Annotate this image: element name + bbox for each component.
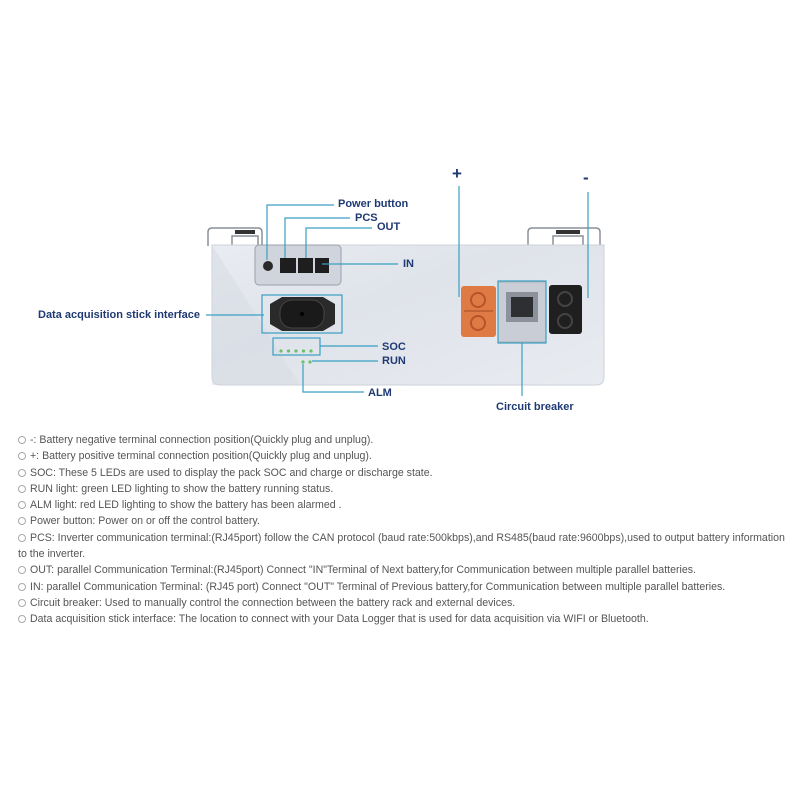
run-led (308, 360, 312, 364)
description-text: OUT: parallel Communication Terminal:(RJ… (30, 564, 696, 577)
label-minus: - (583, 168, 589, 187)
soc-led (309, 349, 313, 353)
bullet-icon (18, 452, 26, 461)
bullet-icon (18, 598, 26, 607)
soc-leds (279, 349, 313, 353)
soc-led (294, 349, 298, 353)
power-button[interactable] (263, 261, 273, 271)
description-item: Data acquisition stick interface: The lo… (18, 611, 788, 627)
description-item: PCS: Inverter communication terminal:(RJ… (18, 530, 788, 563)
description-text: ALM light: red LED lighting to show the … (30, 499, 342, 512)
bullet-icon (18, 484, 26, 493)
description-item: +: Battery positive terminal connection … (18, 448, 788, 464)
description-text: IN: parallel Communication Terminal: (RJ… (30, 580, 726, 593)
description-text: Data acquisition stick interface: The lo… (30, 613, 649, 626)
out-port[interactable] (298, 258, 313, 273)
description-item: SOC: These 5 LEDs are used to display th… (18, 465, 788, 481)
bullet-icon (18, 468, 26, 477)
label-soc: SOC (382, 341, 406, 353)
label-out: OUT (377, 221, 401, 233)
description-text: RUN light: green LED lighting to show th… (30, 482, 334, 495)
description-text: PCS: Inverter communication terminal:(RJ… (18, 531, 785, 561)
description-text: +: Battery positive terminal connection … (30, 450, 372, 463)
description-text: Circuit breaker: Used to manually contro… (30, 596, 516, 609)
description-item: Power button: Power on or off the contro… (18, 513, 788, 529)
soc-led (301, 349, 306, 353)
label-in: IN (403, 258, 414, 270)
battery-front-panel (206, 186, 605, 396)
leader-lines (206, 186, 589, 396)
description-item: RUN light: green LED lighting to show th… (18, 481, 788, 497)
bullet-icon (18, 566, 26, 575)
soc-led (286, 349, 291, 353)
label-alm: ALM (368, 387, 392, 399)
description-item: Circuit breaker: Used to manually contro… (18, 595, 788, 611)
description-item: -: Battery negative terminal connection … (18, 432, 788, 448)
bullet-icon (18, 533, 26, 542)
description-text: -: Battery negative terminal connection … (30, 434, 374, 446)
label-power-button: Power button (338, 198, 409, 210)
description-item: OUT: parallel Communication Terminal:(RJ… (18, 562, 788, 578)
left-handle (207, 227, 263, 246)
label-pcs: PCS (355, 212, 378, 224)
label-plus: + (452, 164, 462, 183)
in-port[interactable] (315, 258, 329, 273)
pcs-port[interactable] (280, 258, 296, 273)
bullet-icon (18, 501, 26, 510)
description-item: ALM light: red LED lighting to show the … (18, 497, 788, 513)
bullet-icon (18, 517, 26, 526)
bullet-icon (18, 436, 26, 444)
description-text: SOC: These 5 LEDs are used to display th… (30, 466, 433, 479)
label-circuit-breaker: Circuit breaker (496, 401, 574, 413)
label-data-stick: Data acquisition stick interface (38, 309, 200, 321)
alm-led (301, 360, 305, 364)
description-list: -: Battery negative terminal connection … (18, 432, 788, 628)
bullet-icon (18, 582, 26, 591)
right-handle (527, 227, 601, 246)
description-text: Power button: Power on or off the contro… (30, 515, 260, 528)
bullet-icon (18, 615, 26, 624)
soc-led (279, 349, 283, 353)
description-item: IN: parallel Communication Terminal: (RJ… (18, 579, 788, 595)
label-run: RUN (382, 355, 406, 367)
